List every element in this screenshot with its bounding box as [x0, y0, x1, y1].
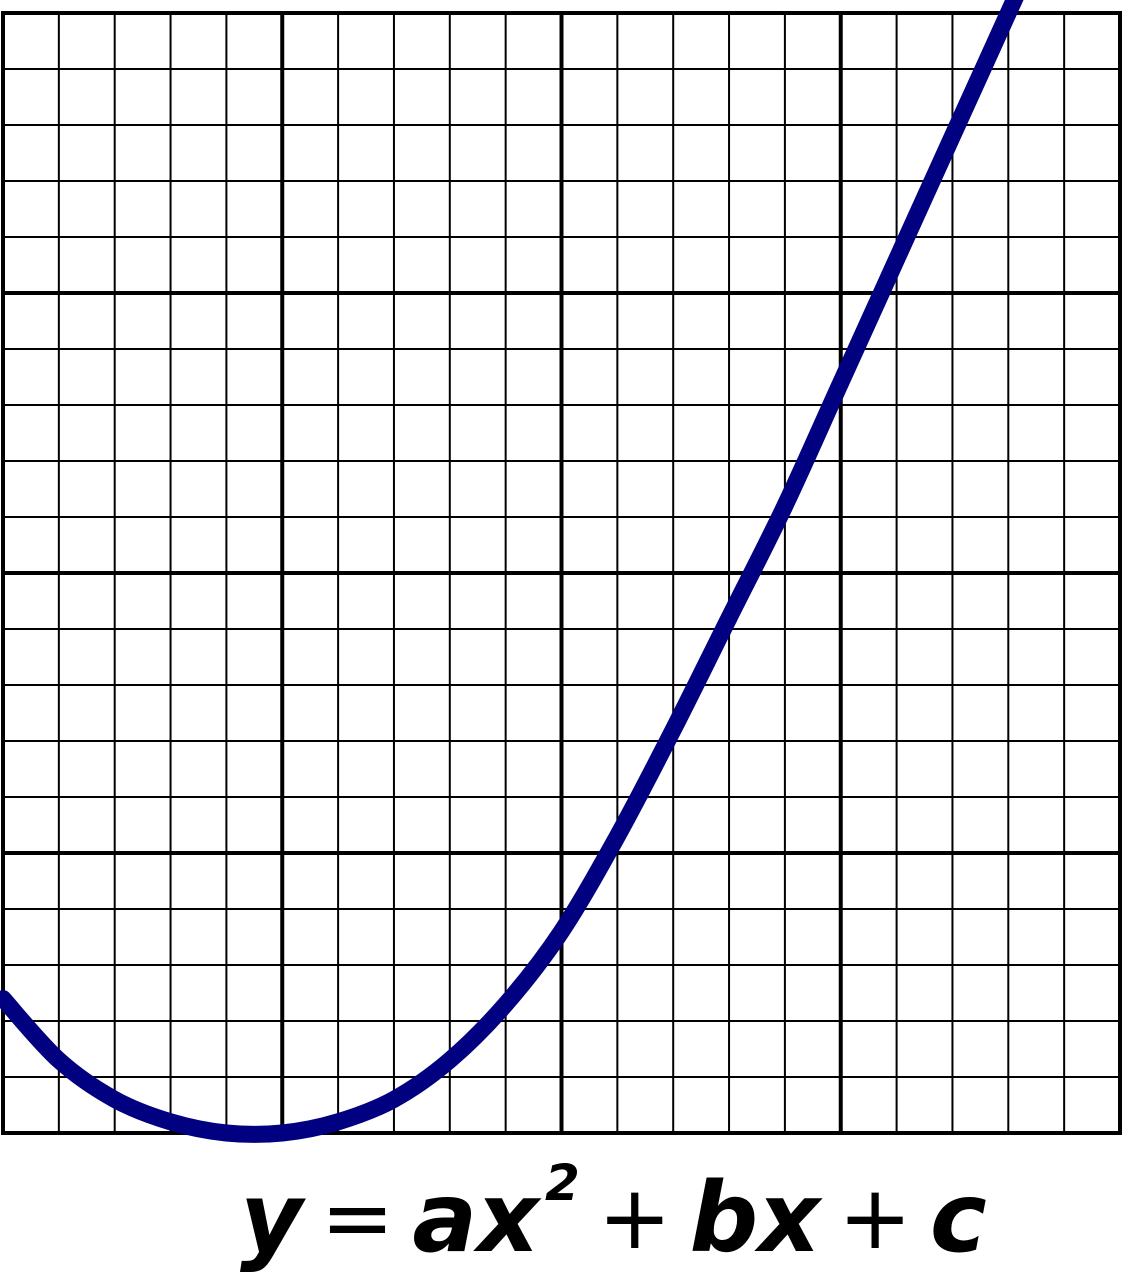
formula-plus-2: + [838, 1166, 912, 1269]
formula-bx: bx [689, 1162, 821, 1274]
formula-ax: ax [412, 1162, 540, 1274]
formula-y: y [240, 1162, 303, 1274]
quadratic-formula: y = ax 2 + bx + c [240, 1158, 987, 1274]
parabola-curve [0, 0, 1024, 1143]
formula-exponent: 2 [545, 1154, 580, 1212]
formula-c: c [929, 1162, 987, 1274]
formula-plus-1: + [597, 1166, 672, 1269]
formula-equals: = [320, 1166, 395, 1269]
